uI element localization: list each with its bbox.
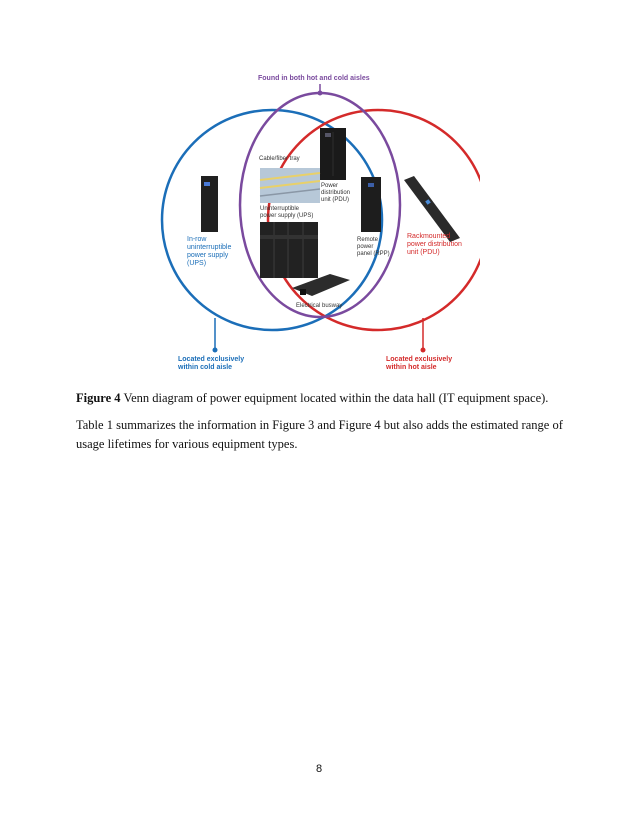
caption-text: Venn diagram of power equipment located …	[120, 391, 549, 405]
inrow-ups-image	[201, 176, 218, 232]
cable-tray-image	[259, 168, 321, 203]
cold-connector-dot	[212, 347, 218, 353]
hot-aisle-circle	[266, 108, 480, 332]
pdu-cabinet-image	[320, 128, 346, 180]
hot-connector-dot	[420, 347, 426, 353]
venn-figure: Found in both hot and cold aisles Cable/…	[160, 70, 480, 380]
central-ups-image	[260, 222, 318, 278]
page-number: 8	[315, 763, 323, 775]
figure-caption: Figure 4 Venn diagram of power equipment…	[76, 391, 576, 406]
top-connector-dot	[317, 90, 323, 96]
cold-aisle-circle	[160, 108, 384, 332]
busway-image	[292, 274, 350, 296]
venn-diagram	[160, 84, 480, 353]
rack-pdu-image	[404, 176, 460, 242]
label-both-aisles: Found in both hot and cold aisles	[258, 75, 370, 82]
label-busway: Electrical busway	[296, 303, 343, 309]
body-paragraph: Table 1 summarizes the information in Fi…	[76, 418, 563, 451]
rpp-image	[361, 177, 381, 232]
caption-label: Figure 4	[76, 391, 121, 405]
label-cable-tray: Cable/fiber tray	[259, 156, 300, 162]
